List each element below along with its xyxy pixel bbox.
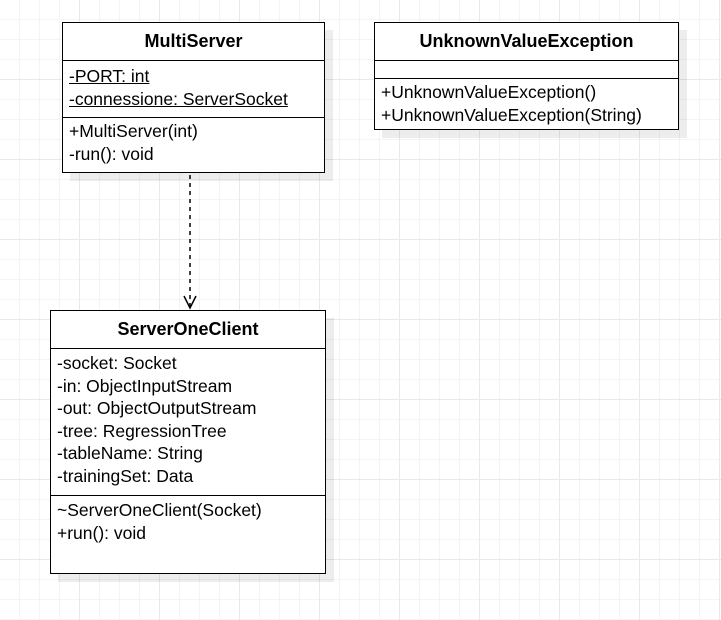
class-title: UnknownValueException — [375, 23, 678, 61]
class-title: MultiServer — [63, 23, 324, 61]
attributes-section: -PORT: int -connessione: ServerSocket — [63, 61, 324, 118]
class-title: ServerOneClient — [51, 311, 325, 349]
attribute: -socket: Socket — [57, 353, 177, 373]
attribute: -in: ObjectInputStream — [57, 375, 233, 396]
attributes-section — [375, 61, 678, 79]
attributes-section: -socket: Socket -in: ObjectInputStream -… — [51, 349, 325, 496]
attribute: -out: ObjectOutputStream — [57, 398, 257, 418]
operation: ~ServerOneClient(Socket) — [57, 500, 262, 520]
attribute: -connessione: ServerSocket — [69, 88, 288, 109]
class-multiserver[interactable]: MultiServer -PORT: int -connessione: Ser… — [62, 22, 325, 173]
operation: +UnknownValueException() — [381, 82, 597, 102]
attribute: -trainingSet: Data — [57, 465, 194, 486]
class-server-one-client[interactable]: ServerOneClient -socket: Socket -in: Obj… — [50, 310, 326, 574]
operations-section: ~ServerOneClient(Socket) +run(): void — [51, 496, 325, 573]
attribute: -PORT: int — [69, 66, 150, 86]
operations-section: +UnknownValueException() +UnknownValueEx… — [375, 79, 678, 129]
attribute: -tree: RegressionTree — [57, 420, 227, 441]
operation: +UnknownValueException(String) — [381, 104, 642, 125]
attribute: -tableName: String — [57, 443, 203, 463]
dependency-arrowhead — [183, 295, 197, 310]
operation: +MultiServer(int) — [69, 121, 198, 141]
operation: -run(): void — [69, 143, 154, 164]
operations-section: +MultiServer(int) -run(): void — [63, 118, 324, 172]
class-unknown-value-exception[interactable]: UnknownValueException +UnknownValueExcep… — [374, 22, 679, 130]
operation: +run(): void — [57, 522, 146, 543]
